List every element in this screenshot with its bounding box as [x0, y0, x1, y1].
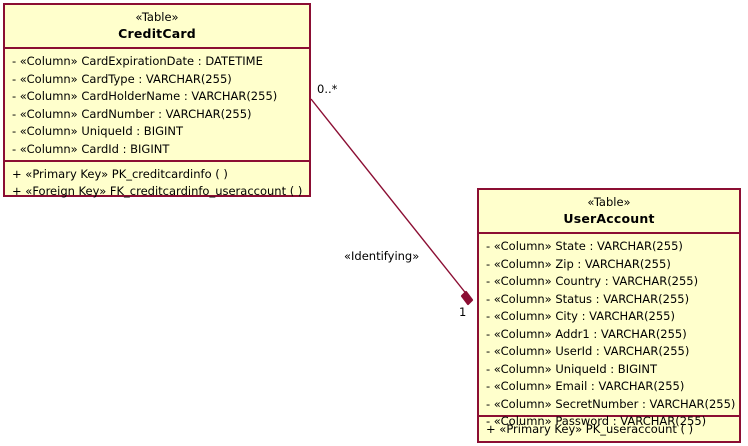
operation-row: + «Foreign Key» FK_creditcardinfo_userac… [12, 184, 303, 198]
association-stereotype-label: «Identifying» [344, 249, 420, 263]
class-title: CreditCard [118, 26, 196, 41]
attribute-row: - «Column» CardId : BIGINT [12, 141, 170, 156]
attribute-row: - «Column» CardHolderName : VARCHAR(255) [12, 89, 278, 103]
attribute-row: - «Column» CardExpirationDate : DATETIME [12, 54, 263, 68]
class-header-useraccount: «Table» UserAccount [479, 190, 739, 234]
attribute-row: - «Column» UniqueId : BIGINT [12, 124, 184, 138]
uml-class-creditcard[interactable]: «Table» CreditCard - «Column» CardExpira… [3, 3, 311, 198]
operation-row: + «Primary Key» PK_creditcardinfo ( ) [12, 167, 228, 181]
class-header-creditcard: «Table» CreditCard [5, 5, 309, 49]
attribute-row: - «Column» UserId : VARCHAR(255) [486, 344, 690, 358]
operation-row: + «Primary Key» PK_useraccount ( ) [486, 422, 694, 436]
operations-compartment-useraccount: + «Primary Key» PK_useraccount ( ) [479, 415, 739, 442]
association-line [310, 98, 469, 297]
attribute-row: - «Column» Status : VARCHAR(255) [486, 291, 690, 306]
attribute-row: - «Column» Zip : VARCHAR(255) [486, 256, 671, 271]
attribute-row: - «Column» Country : VARCHAR(255) [486, 274, 699, 288]
attribute-row: - «Column» City : VARCHAR(255) [486, 309, 675, 323]
attribute-row: - «Column» UniqueId : BIGINT [486, 361, 658, 376]
attribute-row: - «Column» SecretNumber : VARCHAR(255) [486, 396, 736, 411]
attribute-row: - «Column» State : VARCHAR(255) [486, 239, 683, 253]
class-stereotype: «Table» [135, 10, 179, 24]
attribute-row: - «Column» CardType : VARCHAR(255) [12, 71, 232, 86]
attributes-compartment-creditcard: - «Column» CardExpirationDate : DATETIME… [5, 49, 309, 160]
class-stereotype: «Table» [587, 195, 631, 209]
attribute-row: - «Column» CardNumber : VARCHAR(255) [12, 106, 252, 121]
filled-diamond-icon [460, 290, 474, 306]
attribute-row: - «Column» Email : VARCHAR(255) [486, 379, 685, 393]
operations-compartment-creditcard: + «Primary Key» PK_creditcardinfo ( ) + … [5, 160, 309, 204]
attribute-row: - «Column» Password : VARCHAR(255) [486, 414, 707, 428]
attribute-row: - «Column» Addr1 : VARCHAR(255) [486, 326, 687, 341]
class-title: UserAccount [563, 211, 655, 226]
attributes-compartment-useraccount: - «Column» State : VARCHAR(255) - «Colum… [479, 234, 739, 428]
association-source-multiplicity: 0..* [317, 82, 338, 96]
uml-class-useraccount[interactable]: «Table» UserAccount - «Column» State : V… [477, 188, 741, 443]
association-target-multiplicity: 1 [459, 305, 467, 319]
